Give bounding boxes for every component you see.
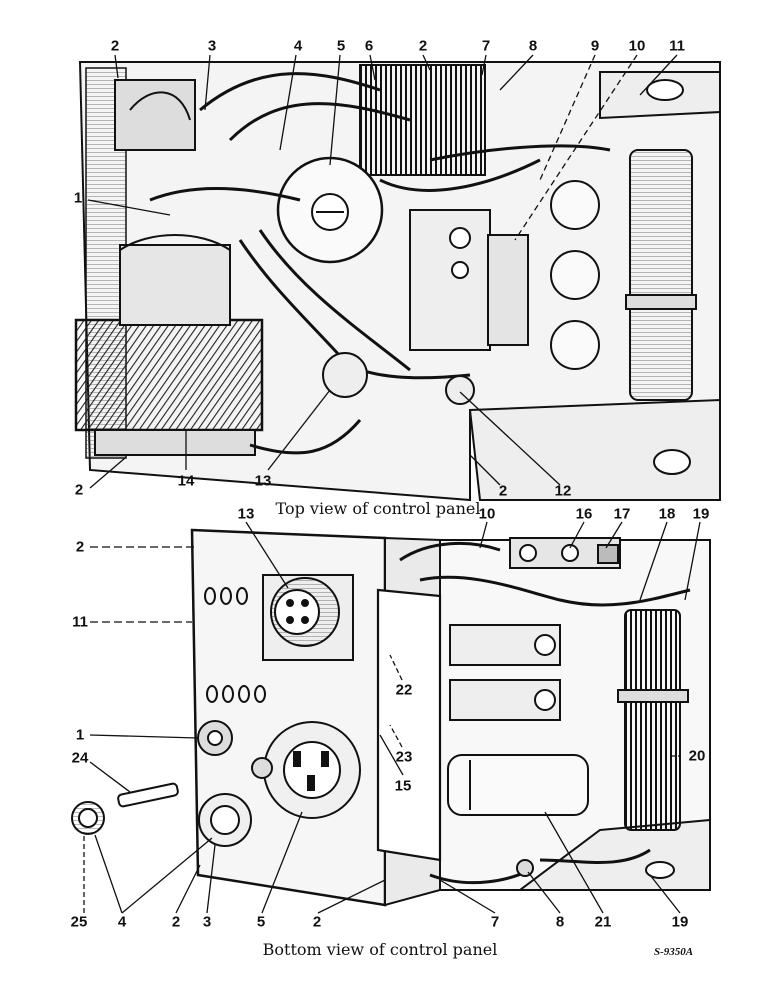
callout-2: 2 (74, 481, 84, 499)
callout-17: 17 (613, 505, 631, 523)
bottom-leader-lines (83, 521, 701, 914)
callout-5: 5 (256, 913, 266, 931)
callout-3: 3 (202, 913, 212, 931)
callout-10: 10 (628, 37, 646, 55)
callout-2: 2 (110, 37, 120, 55)
callout-20: 20 (688, 747, 706, 765)
callout-14: 14 (177, 472, 195, 490)
callout-15: 15 (394, 777, 412, 795)
callout-4: 4 (293, 37, 303, 55)
callout-10: 10 (478, 505, 496, 523)
callout-3: 3 (207, 37, 217, 55)
callout-16: 16 (575, 505, 593, 523)
callout-9: 9 (590, 37, 600, 55)
callout-11: 11 (669, 37, 685, 55)
callout-2: 2 (418, 37, 428, 55)
callout-12: 12 (554, 482, 572, 500)
callout-8: 8 (555, 913, 565, 931)
callout-5: 5 (336, 37, 346, 55)
top-leader-lines (87, 54, 678, 489)
callout-13: 13 (254, 472, 272, 490)
callout-4: 4 (117, 913, 127, 931)
callout-7: 7 (481, 37, 491, 55)
callout-19: 19 (671, 913, 689, 931)
callout-18: 18 (658, 505, 676, 523)
callout-2: 2 (312, 913, 322, 931)
callout-13: 13 (237, 505, 255, 523)
callout-23: 23 (395, 748, 413, 766)
top-view-drawing (74, 61, 721, 502)
bottom-view-drawing (71, 528, 711, 907)
callout-22: 22 (395, 681, 413, 699)
top-view-caption: Top view of control panel (275, 499, 481, 518)
callout-25: 25 (70, 913, 88, 931)
callout-1: 1 (75, 726, 85, 744)
callout-21: 21 (594, 913, 612, 931)
callout-8: 8 (528, 37, 538, 55)
callout-7: 7 (490, 913, 500, 931)
callout-19: 19 (692, 505, 710, 523)
callout-2: 2 (171, 913, 181, 931)
bottom-view-caption: Bottom view of control panel (262, 940, 498, 959)
callout-11: 11 (72, 613, 88, 631)
callout-6: 6 (364, 37, 374, 55)
callout-2: 2 (75, 538, 85, 556)
callout-1: 1 (73, 189, 83, 207)
callout-2: 2 (498, 482, 508, 500)
figure-reference: S-9350A (654, 946, 694, 958)
callout-24: 24 (71, 749, 89, 767)
